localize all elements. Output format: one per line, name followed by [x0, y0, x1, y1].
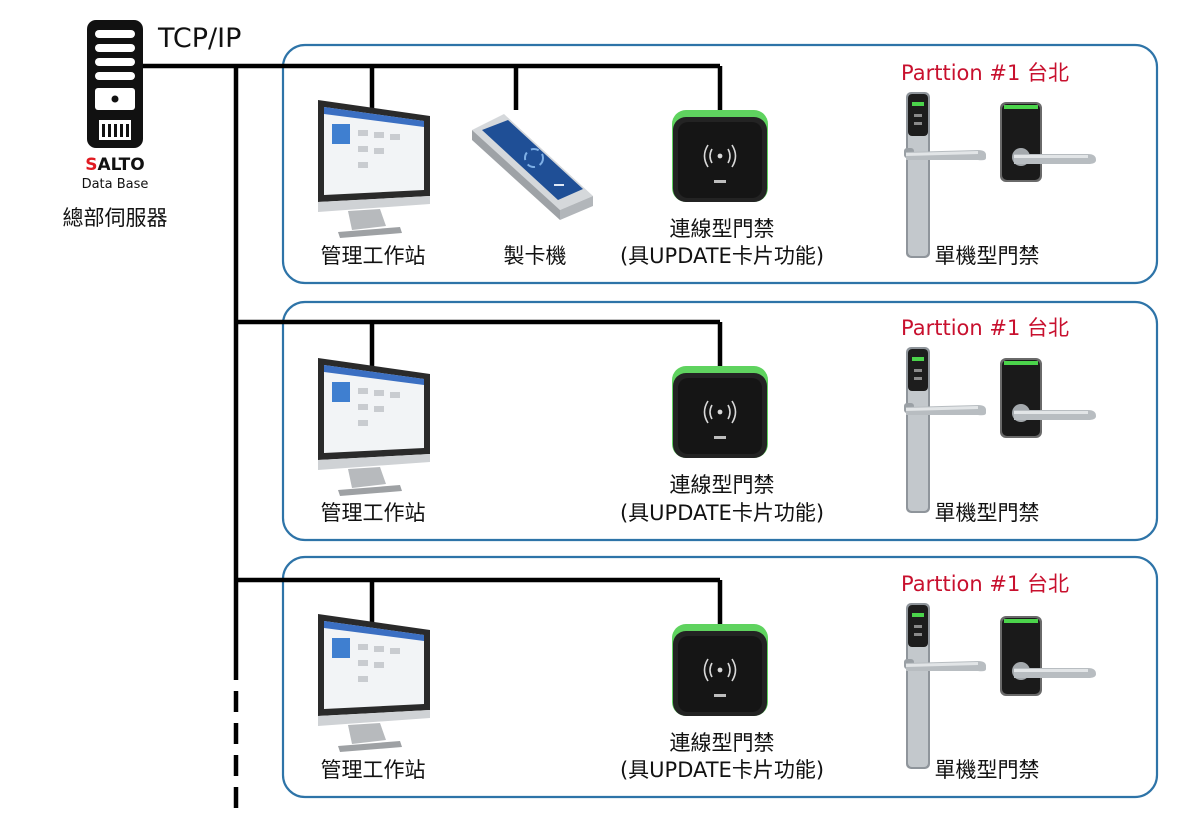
online-reader-sublabel: (具UPDATE卡片功能) — [620, 244, 824, 268]
standalone-lock-handle-icon — [904, 347, 986, 513]
workstation-monitor-icon — [318, 358, 430, 496]
standalone-lock-compact-icon — [1000, 102, 1096, 182]
standalone-lock-label: 單機型門禁 — [935, 244, 1040, 268]
online-reader-icon — [671, 365, 769, 459]
partition-title: Parttion #1 台北 — [901, 316, 1069, 340]
partition-title: Parttion #1 台北 — [901, 572, 1069, 596]
network-lines — [143, 63, 723, 808]
partition-box-3 — [281, 555, 1159, 799]
card-encoder-icon — [471, 113, 594, 221]
partition-title: Parttion #1 台北 — [901, 61, 1069, 85]
salto-logo: SALTO — [85, 155, 144, 175]
online-reader-sublabel: (具UPDATE卡片功能) — [620, 758, 824, 782]
server-caption: 總部伺服器 — [63, 206, 168, 230]
online-reader-label: 連線型門禁 — [670, 473, 775, 497]
workstation-monitor-icon — [318, 614, 430, 752]
online-reader-sublabel: (具UPDATE卡片功能) — [620, 501, 824, 525]
standalone-lock-handle-icon — [904, 92, 986, 258]
partition-box-2 — [281, 300, 1159, 542]
workstation-label: 管理工作站 — [321, 501, 426, 525]
workstation-label: 管理工作站 — [321, 244, 426, 268]
server-icon — [87, 20, 143, 148]
encoder-label: 製卡機 — [504, 244, 567, 268]
workstation-monitor-icon — [318, 100, 430, 238]
online-reader-label: 連線型門禁 — [670, 731, 775, 755]
standalone-lock-compact-icon — [1000, 358, 1096, 438]
online-reader-icon — [671, 623, 769, 717]
workstation-label: 管理工作站 — [321, 758, 426, 782]
database-label: Data Base — [82, 177, 149, 192]
standalone-lock-handle-icon — [904, 603, 986, 769]
online-reader-label: 連線型門禁 — [670, 217, 775, 241]
network-label: TCP/IP — [157, 23, 241, 54]
standalone-lock-label: 單機型門禁 — [935, 758, 1040, 782]
partition-box-1 — [281, 43, 1159, 285]
standalone-lock-compact-icon — [1000, 616, 1096, 696]
online-reader-icon — [671, 109, 769, 203]
standalone-lock-label: 單機型門禁 — [935, 501, 1040, 525]
